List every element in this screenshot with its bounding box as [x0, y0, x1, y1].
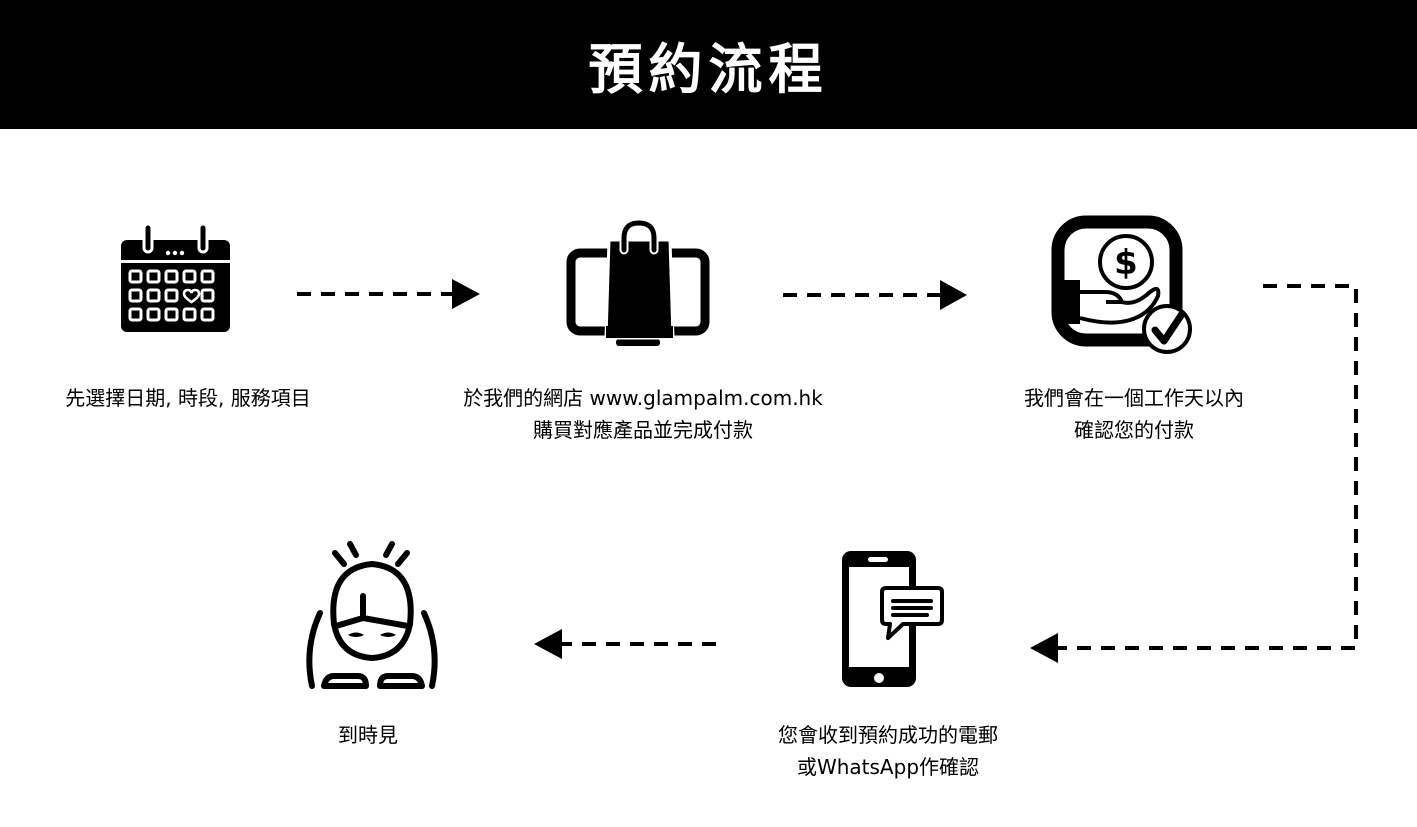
step-3-line-1: 我們會在一個工作天以內 [1024, 386, 1244, 410]
step-label-3: 我們會在一個工作天以內 確認您的付款 [1024, 382, 1244, 446]
step-4-line-2: 或WhatsApp作確認 [796, 755, 980, 779]
step-label-1: 先選擇日期, 時段, 服務項目 [65, 382, 310, 414]
step-2-line-1: 於我們的網店 www.glampalm.com.hk [463, 386, 823, 410]
phone-message-icon [842, 551, 944, 687]
monitor-shopping-bag-icon [566, 220, 710, 346]
arrow-step3-to-step4 [1030, 284, 1358, 663]
step-5-line-1: 到時見 [338, 723, 398, 747]
arrow-step4-to-step5 [534, 629, 716, 659]
hand-coin-check-icon: $ [1051, 215, 1192, 354]
step-label-2: 於我們的網店 www.glampalm.com.hk 購買對應產品並完成付款 [463, 382, 823, 446]
step-4-line-1: 您會收到預約成功的電郵 [778, 723, 998, 747]
step-label-5: 到時見 [338, 719, 398, 751]
step-2-line-2: 購買對應產品並完成付款 [533, 418, 753, 442]
header-banner: 預約流程 [0, 0, 1417, 129]
svg-text:$: $ [1114, 243, 1138, 283]
page-title: 預約流程 [588, 38, 829, 101]
step-3-line-2: 確認您的付款 [1074, 418, 1194, 442]
arrow-step2-to-step3 [783, 280, 967, 310]
arrow-step1-to-step2 [297, 279, 480, 309]
step-1-line-1: 先選擇日期, 時段, 服務項目 [65, 386, 311, 410]
bowing-person-icon [306, 541, 438, 689]
step-label-4: 您會收到預約成功的電郵 或WhatsApp作確認 [778, 719, 998, 783]
calendar-heart-icon [121, 222, 230, 332]
